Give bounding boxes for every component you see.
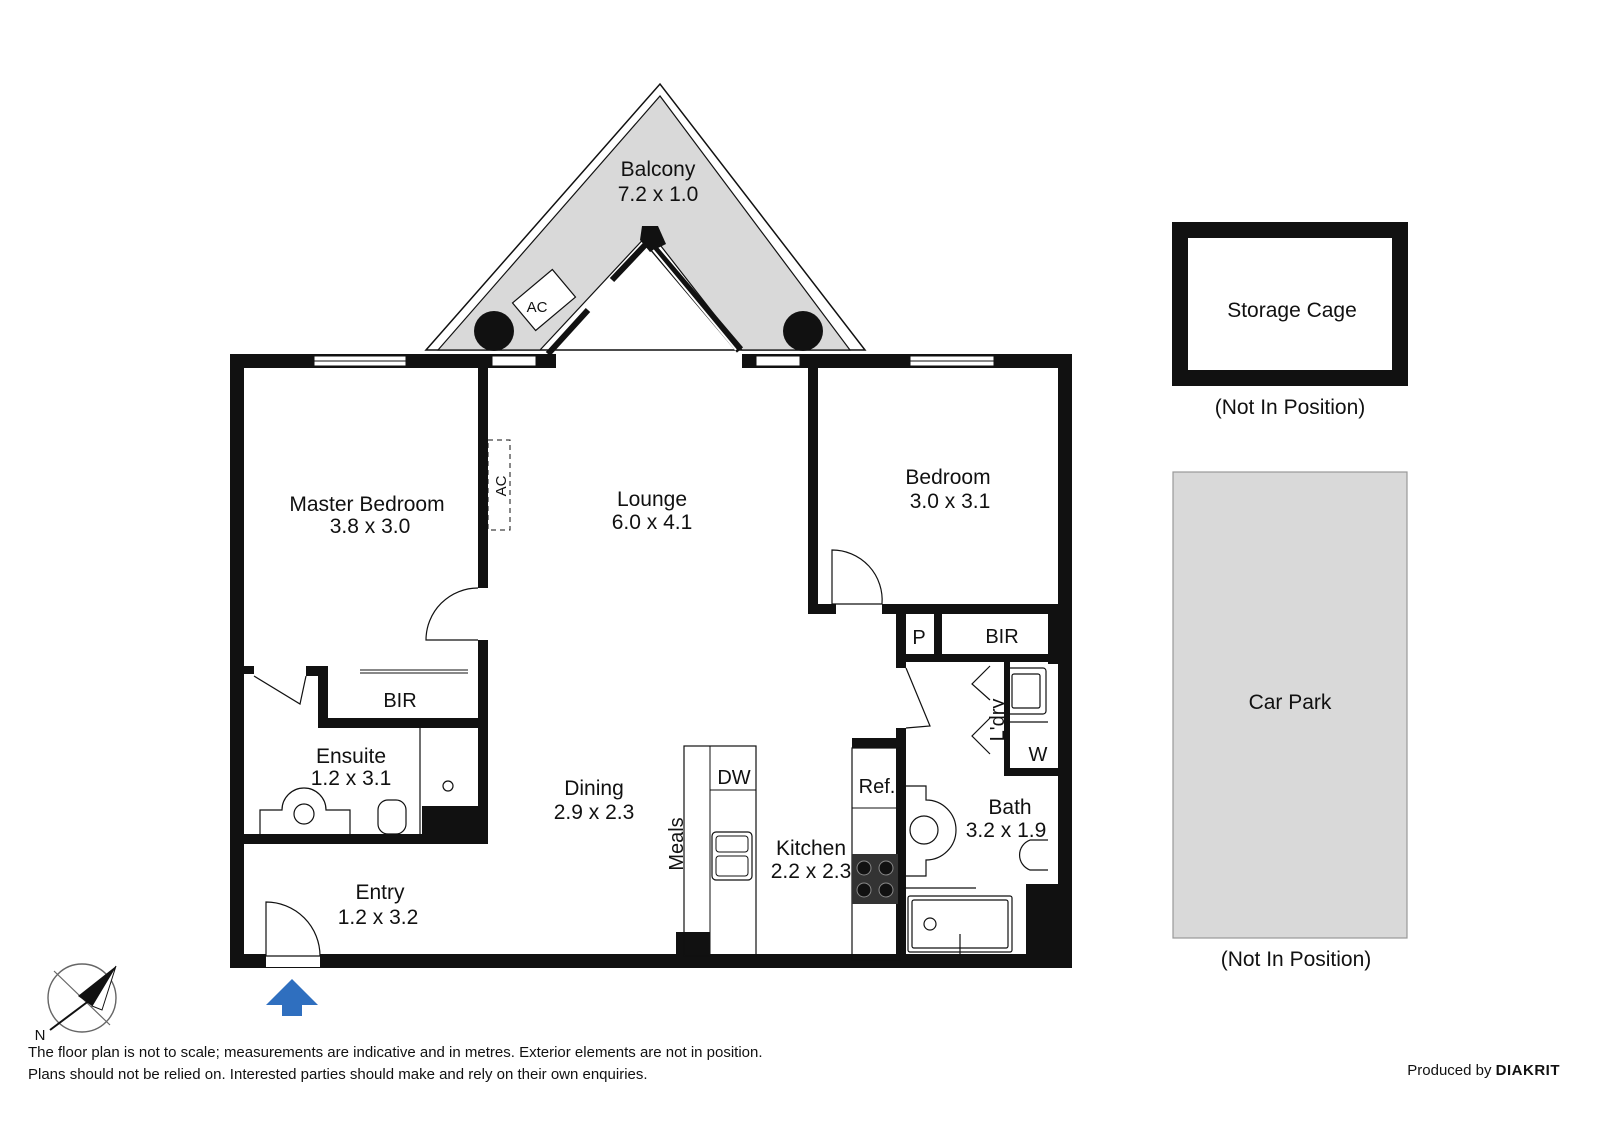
producer-credit: Produced by DIAKRIT — [1407, 1062, 1560, 1079]
washer-label: W — [1029, 744, 1048, 766]
lounge-name: Lounge — [617, 488, 687, 511]
ac-unit-balcony — [511, 268, 577, 332]
ensuite-size: 1.2 x 3.1 — [311, 767, 392, 790]
interior-walls — [244, 366, 1058, 960]
balcony-size: 7.2 x 1.0 — [618, 183, 699, 206]
storage-cage: Storage Cage (Not In Position) — [1172, 222, 1408, 419]
room-labels: Master Bedroom 3.8 x 3.0 Lounge 6.0 x 4.… — [289, 466, 1046, 929]
ensuite-fixtures — [259, 728, 454, 835]
fixture-labels: BIR BIR P L'dry W DW Ref. Meals — [383, 626, 1047, 871]
balcony-column-right — [783, 311, 823, 351]
car-park: Car Park (Not In Position) — [1172, 471, 1408, 971]
kitchen-fixtures — [683, 745, 901, 961]
master-bedroom-name: Master Bedroom — [289, 493, 444, 516]
exterior-walls — [230, 354, 1072, 968]
master-bedroom-size: 3.8 x 3.0 — [330, 515, 411, 538]
disclaimer-line-1: The floor plan is not to scale; measurem… — [28, 1044, 763, 1061]
car-park-note: (Not In Position) — [1221, 948, 1372, 971]
balcony-column-left — [474, 311, 514, 351]
dining-size: 2.9 x 2.3 — [554, 801, 635, 824]
credit-prefix: Produced by — [1407, 1062, 1492, 1079]
entry-size: 1.2 x 3.2 — [338, 906, 419, 929]
compass-north-label: N — [35, 1027, 46, 1044]
bath-name: Bath — [988, 796, 1031, 819]
ac-balcony-label: AC — [527, 299, 548, 316]
credit-brand-logo: DIAKRIT — [1495, 1062, 1560, 1079]
bir-bedroom-label: BIR — [985, 626, 1018, 648]
car-park-label: Car Park — [1249, 691, 1332, 714]
storage-cage-note: (Not In Position) — [1215, 396, 1366, 419]
kitchen-size: 2.2 x 2.3 — [771, 860, 852, 883]
dishwasher-label: DW — [717, 767, 750, 789]
laundry-label: L'dry — [987, 699, 1009, 742]
entry-arrow-icon — [266, 979, 318, 1016]
bir-master-label: BIR — [383, 690, 416, 712]
pantry-label: P — [912, 627, 925, 649]
storage-cage-label: Storage Cage — [1227, 299, 1357, 322]
lounge-size: 6.0 x 4.1 — [612, 511, 693, 534]
robes — [360, 607, 1048, 674]
ensuite-name: Ensuite — [316, 745, 386, 768]
dining-name: Dining — [564, 777, 624, 800]
balcony: AC Balcony 7.2 x 1.0 — [424, 82, 867, 357]
bedroom-size: 3.0 x 3.1 — [910, 490, 991, 513]
bedroom-name: Bedroom — [905, 466, 990, 489]
fridge-label: Ref. — [859, 776, 896, 798]
ac-wall-unit: AC — [487, 439, 511, 531]
bath-fixtures — [906, 667, 1048, 956]
bath-size: 3.2 x 1.9 — [966, 819, 1047, 842]
doors — [253, 549, 991, 957]
kitchen-name: Kitchen — [776, 837, 846, 860]
disclaimer-line-2: Plans should not be relied on. Intereste… — [28, 1066, 648, 1083]
balcony-name: Balcony — [621, 158, 696, 181]
compass-icon: N — [35, 963, 117, 1044]
entry-name: Entry — [355, 881, 405, 904]
meals-label: Meals — [666, 817, 688, 870]
cooktop — [852, 854, 898, 904]
ac-wall-label: AC — [493, 475, 510, 496]
